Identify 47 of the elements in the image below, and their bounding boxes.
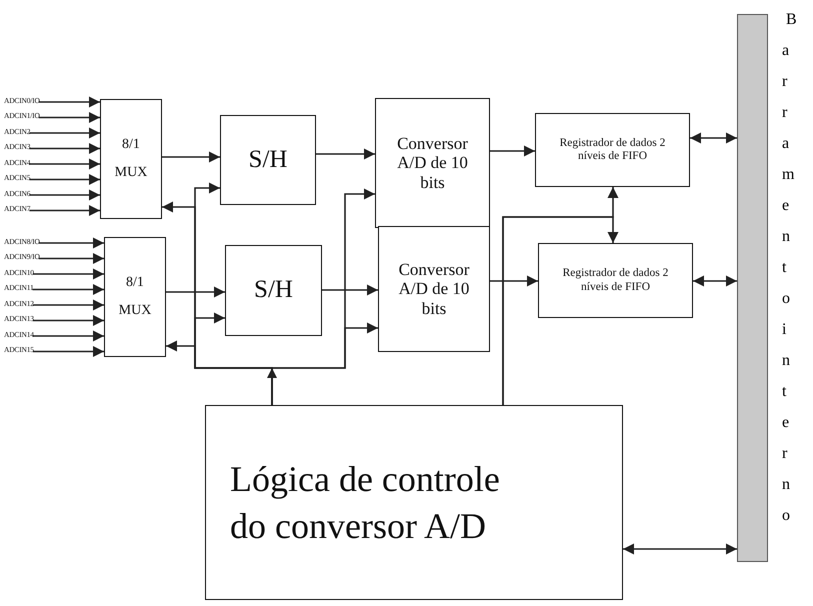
- block-label: S/H: [254, 276, 293, 305]
- arrow: [38, 253, 104, 264]
- arrow: [693, 276, 737, 286]
- register-box: [535, 113, 690, 187]
- converter-box: [375, 98, 490, 228]
- arrow: [32, 330, 104, 342]
- register-box: [538, 243, 693, 318]
- arrow: [32, 346, 104, 357]
- arrow: [32, 284, 104, 295]
- arrow: [162, 152, 220, 162]
- arrow: [690, 132, 737, 144]
- arrow: [29, 158, 100, 170]
- block-label: Conversor A/D de 10 bits: [396, 134, 469, 192]
- arrow: [38, 112, 100, 123]
- arrow: [29, 190, 100, 200]
- block-label: MUX: [114, 165, 148, 182]
- bus-label: Barramento interno: [782, 10, 803, 526]
- block-label: Conversor A/D de 10 bits: [398, 260, 470, 318]
- internal-bus-bar: [737, 14, 768, 562]
- block-label: S/H: [248, 146, 288, 174]
- arrow: [38, 238, 104, 248]
- block-label: MUX: [118, 303, 152, 320]
- control-logic-box: [205, 405, 623, 600]
- arrow: [322, 284, 378, 296]
- arrow: [490, 146, 535, 156]
- multiplexer-box: [100, 99, 162, 219]
- arrow: [490, 276, 538, 286]
- converter-box: [378, 226, 490, 352]
- arrow: [623, 544, 737, 554]
- block-label: 8/1: [126, 274, 144, 291]
- sample-hold-box: [225, 245, 322, 336]
- block-label: Registrador de dados 2 níveis de FIFO: [562, 267, 670, 294]
- multiplexer-box: [104, 237, 166, 357]
- block-label: 8/1: [122, 136, 140, 153]
- arrow: [166, 286, 225, 298]
- arrow: [316, 148, 375, 160]
- block-label: Registrador de dados 2 níveis de FIFO: [558, 136, 666, 164]
- arrow: [38, 96, 100, 108]
- arrow: [32, 268, 104, 280]
- arrow: [29, 174, 100, 185]
- sample-hold-box: [220, 115, 316, 205]
- block-label: Lógica de controle do conversor A/D: [230, 458, 501, 548]
- arrow: [32, 300, 104, 310]
- arrow: [29, 128, 100, 138]
- arrow: [29, 205, 100, 216]
- arrow: [29, 143, 100, 154]
- arrow: [32, 315, 104, 326]
